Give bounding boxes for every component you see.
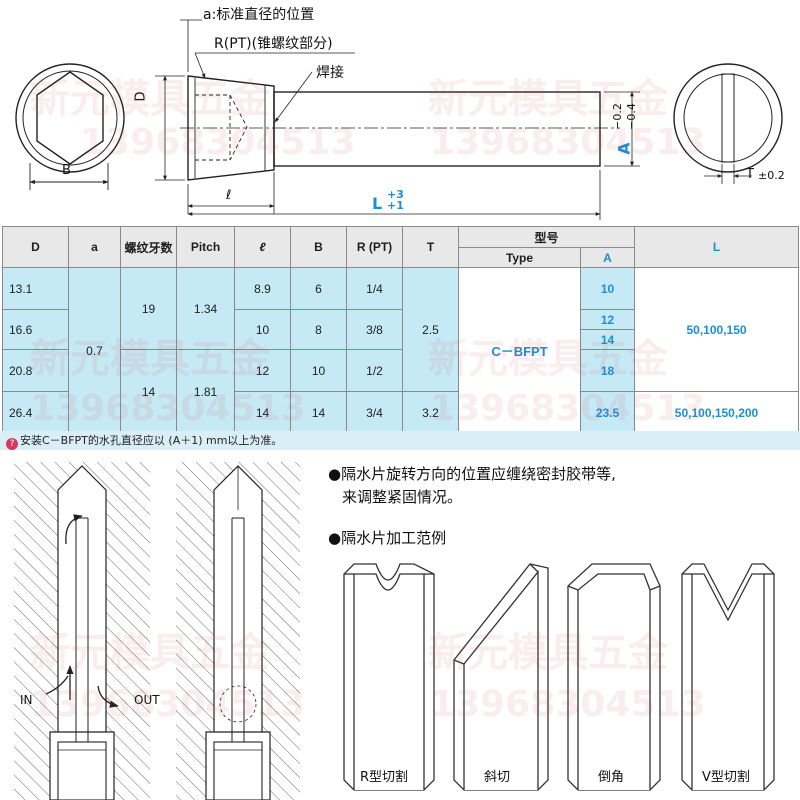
note-bar: ?安装C－BFPT的水孔直径应以 (A＋1) mm以上为准。: [0, 431, 800, 450]
cell-r-4: 3/4: [346, 391, 403, 434]
cell-b-2: 8: [290, 309, 347, 350]
dim-b-label: B: [62, 163, 71, 178]
v-cut-shape: [681, 563, 775, 791]
spec-table: D a 螺纹牙数 Pitch ℓ B R (PT) T 型号 L Type A …: [2, 226, 800, 434]
cell-A-5: 23.5: [579, 391, 636, 434]
cell-b-3: 10: [290, 349, 347, 392]
caption-v-cut: V型切割: [702, 770, 750, 785]
cell-b-1: 6: [290, 267, 347, 310]
pin-icon: ?: [6, 438, 18, 450]
cell-d-2: 16.6: [2, 309, 69, 350]
dim-L-tol-plus: +3: [387, 188, 404, 201]
r-cut-shape: [343, 563, 435, 791]
dim-l-label: ℓ: [226, 188, 232, 203]
header-pitch: Pitch: [176, 226, 235, 268]
cell-A-3: 14: [579, 329, 636, 350]
header-b: B: [290, 226, 347, 268]
right-end-view: [673, 63, 783, 184]
cell-t-1: 2.5: [402, 267, 459, 392]
cell-d-3: 20.8: [2, 349, 69, 392]
cell-A-1: 10: [579, 267, 636, 310]
caption-r-cut: R型切割: [360, 770, 409, 785]
cell-r-1: 1/4: [346, 267, 403, 310]
cell-A-2: 12: [579, 309, 636, 330]
cell-b-4: 14: [290, 391, 347, 434]
header-threads: 螺纹牙数: [120, 226, 177, 268]
cell-type: C－BFPT: [458, 267, 581, 434]
cell-t-2: 3.2: [402, 391, 459, 434]
caption-diagonal-cut: 斜切: [484, 770, 511, 785]
header-t: T: [402, 226, 459, 268]
dim-A-label: A: [614, 142, 634, 155]
dim-L-label: L: [372, 194, 383, 213]
bullet-examples: ●隔水片加工范例: [328, 529, 447, 547]
dim-A-tol-upper: −0.2: [610, 103, 624, 130]
installation-drawing: [14, 462, 775, 800]
bullet-tape-line2: 来调整紧固情况。: [342, 488, 463, 506]
cell-A-4: 18: [579, 349, 636, 392]
note-text: 安装C－BFPT的水孔直径应以 (A＋1) mm以上为准。: [20, 434, 283, 447]
header-l: ℓ: [234, 226, 291, 268]
cell-pitch-2: 1.81: [176, 349, 235, 434]
cell-l-1: 8.9: [234, 267, 291, 310]
cut-examples: [343, 563, 775, 791]
dim-T-tol: ±0.2: [758, 169, 785, 182]
label-weld: 焊接: [316, 65, 344, 81]
header-r: R (PT): [346, 226, 403, 268]
cell-L-2: 50,100,150,200: [634, 391, 800, 434]
technical-drawing: [15, 19, 783, 220]
section-view-flow: [14, 462, 150, 800]
diagonal-cut-shape: [453, 563, 549, 791]
cell-d-1: 13.1: [2, 267, 69, 310]
side-view: [155, 19, 640, 220]
in-label: IN: [20, 693, 33, 707]
header-model: 型号: [457, 226, 636, 248]
header-L: L: [634, 226, 800, 268]
out-label: OUT: [134, 693, 160, 707]
header-d: D: [2, 226, 69, 268]
label-standard-diameter: a:标准直径的位置: [203, 7, 315, 23]
header-a: a: [68, 226, 121, 268]
cell-r-3: 1/2: [346, 349, 403, 392]
dim-A-tol-lower: −0.4: [624, 103, 638, 130]
cell-L-1: 50,100,150: [634, 267, 800, 392]
cell-r-2: 3/8: [346, 309, 403, 350]
dim-T-label: T: [746, 167, 754, 182]
cell-pitch-1: 1.34: [176, 267, 235, 350]
cell-l-2: 10: [234, 309, 291, 350]
cell-threads-1: 19: [120, 267, 177, 350]
header-A: A: [579, 247, 636, 268]
header-type: Type: [458, 247, 581, 268]
cell-a: 0.7: [68, 267, 121, 434]
chamfer-shape: [567, 563, 661, 791]
cell-l-3: 12: [234, 349, 291, 392]
dim-d-label: D: [133, 91, 149, 102]
cell-l-4: 14: [234, 391, 291, 434]
label-taper-thread: R(PT)(锥螺纹部分): [214, 36, 333, 52]
caption-chamfer: 倒角: [598, 770, 625, 785]
bullet-tape-line1: ●隔水片旋转方向的位置应缠绕密封胶带等,: [328, 465, 616, 483]
section-view-assembled: [176, 462, 300, 800]
cell-threads-2: 14: [120, 349, 177, 434]
dim-L-tol-minus: +1: [387, 199, 404, 212]
cell-d-4: 26.4: [2, 391, 69, 434]
left-end-view: [15, 63, 125, 190]
